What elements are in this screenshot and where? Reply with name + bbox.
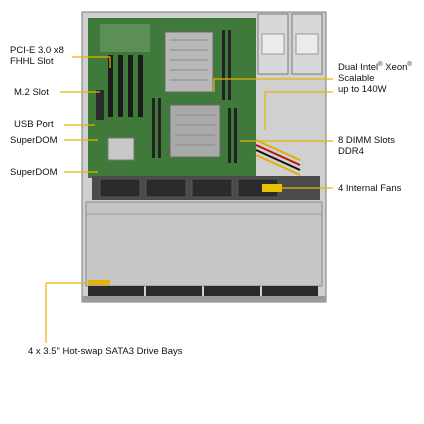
drive-bays	[88, 280, 318, 296]
power-supplies	[257, 13, 323, 75]
chipset	[107, 137, 135, 161]
internal-fans	[99, 178, 279, 198]
pcie-slots	[100, 24, 150, 117]
label-pcie-line1: PCI-E 3.0 x8	[10, 45, 64, 56]
label-drive-bays: 4 x 3.5" Hot-swap SATA3 Drive Bays	[28, 346, 183, 357]
front-bezel	[82, 296, 326, 302]
label-cpu-line1: Dual Intel® Xeon®	[338, 61, 412, 73]
label-usb-port: USB Port	[14, 119, 54, 130]
label-superdom-1: SuperDOM	[10, 135, 58, 146]
dimm-slots	[152, 30, 237, 163]
drive-bay-area	[85, 201, 323, 287]
label-dimm-line1: 8 DIMM Slots	[338, 135, 396, 146]
label-superdom-2: SuperDOM	[10, 167, 58, 178]
label-fans: 4 Internal Fans	[338, 183, 402, 194]
label-cpu-line2: Scalable	[338, 73, 375, 84]
label-dimm: 8 DIMM Slots DDR4	[338, 135, 395, 157]
label-cpu: Dual Intel® Xeon® Scalable up to 140W	[338, 62, 412, 95]
m2-slot	[96, 90, 104, 120]
label-cpu-line3: up to 140W	[338, 84, 387, 95]
cpu-heatsinks	[164, 31, 221, 158]
label-pcie: PCI-E 3.0 x8 FHHL Slot	[10, 45, 64, 67]
label-pcie-line2: FHHL Slot	[10, 56, 54, 67]
power-cables	[255, 139, 301, 176]
fan-connector	[262, 184, 282, 192]
callout-lines	[45, 56, 333, 343]
label-m2-slot: M.2 Slot	[14, 87, 49, 98]
label-dimm-line2: DDR4	[338, 146, 364, 157]
